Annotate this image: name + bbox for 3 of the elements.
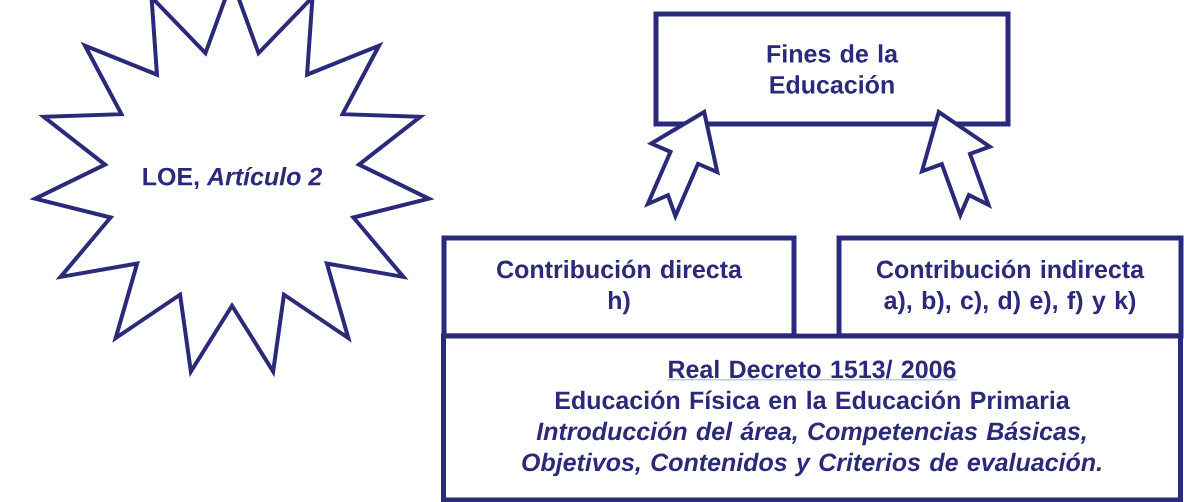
- starburst-callout: LOE, Artículo 2: [29, 0, 435, 378]
- text-box: Fines de la Educación: [653, 11, 1011, 127]
- text-box: Contribución indirecta a), b), c), d) e), f) y k): [836, 235, 1184, 339]
